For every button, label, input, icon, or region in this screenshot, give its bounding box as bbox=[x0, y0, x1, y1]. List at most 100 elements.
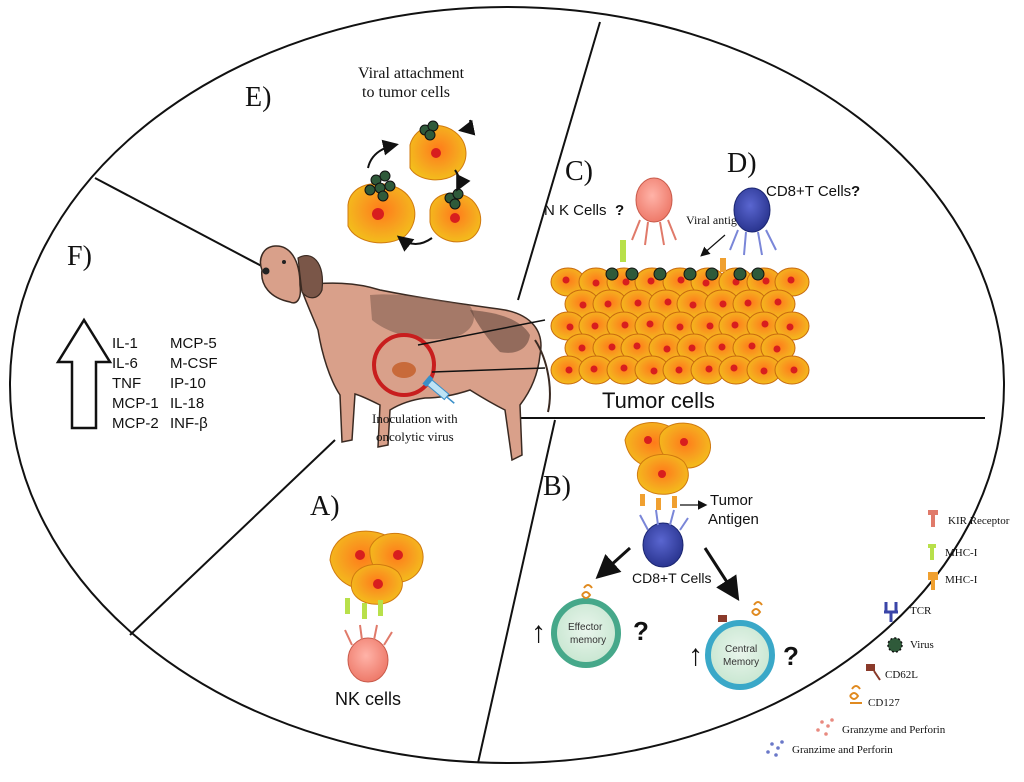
inoculation-line2: oncolytic virus bbox=[376, 429, 454, 444]
nk-tumor-interaction bbox=[329, 530, 424, 683]
mhc-green-icon bbox=[928, 544, 936, 560]
virus-cluster bbox=[364, 120, 464, 210]
cd127-marker bbox=[581, 584, 593, 599]
virus-particle bbox=[605, 267, 619, 281]
granzyme-red-icon bbox=[816, 718, 834, 736]
tumor-nucleus bbox=[431, 148, 441, 158]
nk-cell-c bbox=[620, 177, 677, 262]
legend-label: Granzime and Perforin bbox=[792, 744, 893, 756]
up-arrow-effector: ↑ bbox=[531, 616, 546, 649]
tumor-nucleus bbox=[762, 277, 770, 285]
tumor-nucleus bbox=[689, 301, 697, 309]
panel-label-e: E) bbox=[245, 82, 271, 113]
legend-label: CD127 bbox=[868, 697, 900, 709]
tumor-nucleus bbox=[590, 365, 598, 373]
mhc-marker bbox=[720, 258, 726, 272]
tumor-nucleus bbox=[663, 345, 671, 353]
cd62l-icon bbox=[866, 664, 881, 681]
tumor-nucleus bbox=[622, 278, 630, 286]
cytokine-label: M-CSF bbox=[170, 355, 218, 372]
tumor-nucleus bbox=[620, 364, 628, 372]
tumor-nucleus bbox=[786, 323, 794, 331]
granzyme-blue-icon bbox=[766, 740, 784, 757]
central-label-1: Central bbox=[725, 644, 757, 655]
effector-question: ? bbox=[633, 616, 649, 646]
mhc-markers bbox=[345, 598, 383, 619]
dog-patch bbox=[470, 310, 530, 353]
cd8-label-d: CD8+T Cells bbox=[766, 183, 851, 200]
dog-ear bbox=[297, 255, 324, 299]
mhc-marker bbox=[620, 240, 626, 262]
cytokine-label: MCP-5 bbox=[170, 335, 217, 352]
divider-left bbox=[94, 177, 289, 281]
divider-top-right bbox=[517, 21, 601, 301]
tumor-nucleus bbox=[787, 276, 795, 284]
tumor-nucleus bbox=[790, 366, 798, 374]
legend-label: CD62L bbox=[885, 669, 918, 681]
tumor-nucleus bbox=[773, 345, 781, 353]
tumor-nucleus bbox=[744, 299, 752, 307]
up-arrow-icon bbox=[55, 317, 113, 430]
cd127-marker bbox=[751, 601, 763, 616]
tumor-nucleus bbox=[761, 320, 769, 328]
cd8-label-b: CD8+T Cells bbox=[632, 570, 712, 586]
tumor-nucleus bbox=[578, 344, 586, 352]
tumor-nucleus bbox=[621, 321, 629, 329]
cytokine-list: IL-1IL-6TNFMCP-1MCP-2MCP-5M-CSFIP-10IL-1… bbox=[112, 335, 218, 432]
tumor-nucleus bbox=[719, 300, 727, 308]
cytokine-label: IL-6 bbox=[112, 355, 138, 372]
branch-arrow-left bbox=[595, 546, 632, 580]
injection-site-circle bbox=[372, 333, 436, 397]
virus-particle bbox=[683, 267, 697, 281]
tumor-nucleus bbox=[634, 299, 642, 307]
dog-tail bbox=[534, 339, 551, 413]
tumor-nucleus bbox=[664, 298, 672, 306]
cytokine-label: IP-10 bbox=[170, 375, 206, 392]
cycle-arrow bbox=[367, 139, 399, 169]
tumor-nucleus bbox=[688, 344, 696, 352]
tumor-nucleus bbox=[730, 364, 738, 372]
legend: KIR Receptor MHC-I MHC-I TCR Virus CD62L… bbox=[766, 510, 1010, 757]
viral-attachment-cycle bbox=[347, 119, 482, 252]
panel-label-b: B) bbox=[543, 471, 571, 502]
cd8-cell-b bbox=[642, 522, 684, 568]
tumor-nucleus bbox=[592, 279, 600, 287]
tumor-nucleus bbox=[591, 322, 599, 330]
cycle-arrow bbox=[396, 235, 433, 252]
tumor-nucleus bbox=[760, 367, 768, 375]
viral-attachment-line1: Viral attachment bbox=[358, 65, 465, 82]
cd127-icon bbox=[849, 685, 862, 704]
cytokine-label: MCP-2 bbox=[112, 415, 159, 432]
tumor-nucleus bbox=[450, 213, 460, 223]
tumor-nucleus bbox=[566, 323, 574, 331]
cd62l-marker bbox=[718, 615, 727, 622]
legend-label: Granzyme and Perforin bbox=[842, 724, 946, 736]
viral-antigen-label: Viral antigen bbox=[686, 213, 748, 227]
effector-label-2: memory bbox=[570, 635, 606, 646]
panel-label-d: D) bbox=[727, 148, 757, 179]
divider-bottom-center bbox=[477, 419, 556, 764]
cytokine-label: IL-1 bbox=[112, 335, 138, 352]
tumor-nucleus bbox=[731, 321, 739, 329]
tumor-nucleus bbox=[748, 342, 756, 350]
dog-nose bbox=[262, 267, 270, 275]
tumor-nucleus bbox=[565, 366, 573, 374]
tumor-nucleus bbox=[579, 301, 587, 309]
legend-label: MHC-I bbox=[945, 547, 978, 559]
nk-cell-a bbox=[347, 637, 389, 683]
tumor-nucleus bbox=[676, 323, 684, 331]
cytokine-label: IL-18 bbox=[170, 395, 204, 412]
cycle-arrow bbox=[458, 119, 476, 136]
tumor-nucleus bbox=[705, 365, 713, 373]
nk-cells-label-a: NK cells bbox=[335, 689, 401, 709]
tumor-nucleus bbox=[706, 322, 714, 330]
dog-illustration: Inoculation with oncolytic virus bbox=[259, 245, 551, 462]
divider-bottom-left bbox=[129, 439, 336, 636]
inoculation-line1: Inoculation with bbox=[372, 411, 458, 426]
panel-label-c: C) bbox=[565, 156, 593, 187]
tumor-antigen-line2: Antigen bbox=[708, 511, 759, 528]
nk-cells-label-c: N K Cells bbox=[544, 202, 607, 219]
tumor-nucleus bbox=[608, 343, 616, 351]
tumor-nucleus bbox=[774, 298, 782, 306]
